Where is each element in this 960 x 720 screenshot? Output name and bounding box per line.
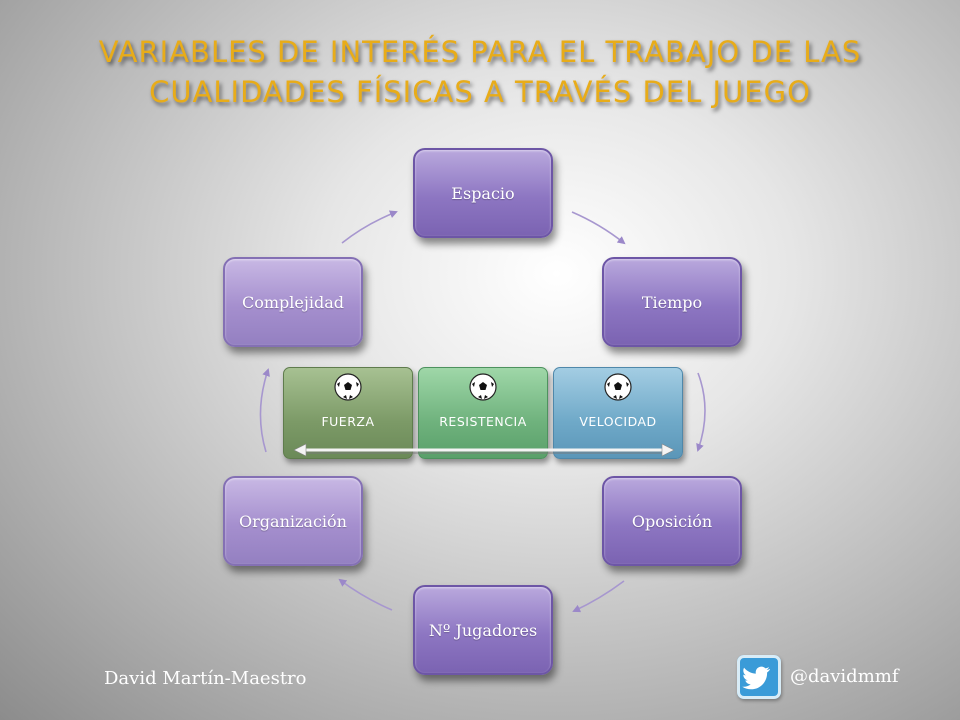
quality-velocidad-label: VELOCIDAD xyxy=(579,414,657,429)
arrow-espacio-tiempo xyxy=(571,211,626,245)
node-oposicion-label: Oposición xyxy=(631,511,713,531)
node-espacio: Espacio xyxy=(413,148,553,238)
node-organizacion: Organización xyxy=(223,476,363,566)
node-organizacion-label: Organización xyxy=(239,511,347,531)
quality-velocidad: VELOCIDAD xyxy=(553,367,683,459)
twitter-bird-icon xyxy=(737,655,781,699)
author-name: David Martín-Maestro xyxy=(104,668,307,689)
arrow-tiempo-oposicion xyxy=(696,372,706,452)
soccer-ball-icon xyxy=(604,373,632,401)
arrow-oposicion-jugadores xyxy=(572,580,625,613)
node-tiempo: Tiempo xyxy=(602,257,742,347)
slide-title-line-1: VARIABLES DE INTERÉS PARA EL TRABAJO DE … xyxy=(98,35,862,69)
node-jugadores: Nº Jugadores xyxy=(413,585,553,675)
quality-resistencia-label: RESISTENCIA xyxy=(439,414,527,429)
quality-fuerza-label: FUERZA xyxy=(321,414,375,429)
node-jugadores-label: Nº Jugadores xyxy=(428,620,538,640)
soccer-ball-icon xyxy=(334,373,362,401)
node-tiempo-label: Tiempo xyxy=(641,292,703,312)
arrow-organizacion-complejidad xyxy=(259,368,270,453)
twitter-handle: @davidmmf xyxy=(790,666,899,687)
arrow-complejidad-espacio xyxy=(341,210,398,244)
node-espacio-label: Espacio xyxy=(451,183,515,203)
soccer-ball-icon xyxy=(469,373,497,401)
arrow-jugadores-organizacion xyxy=(338,578,393,611)
node-complejidad: Complejidad xyxy=(223,257,363,347)
quality-fuerza: FUERZA xyxy=(283,367,413,459)
node-oposicion: Oposición xyxy=(602,476,742,566)
slide-title-line-2: CUALIDADES FÍSICAS A TRAVÉS DEL JUEGO xyxy=(149,75,811,109)
slide-title: VARIABLES DE INTERÉS PARA EL TRABAJO DE … xyxy=(30,32,930,112)
node-complejidad-label: Complejidad xyxy=(242,292,344,312)
quality-resistencia: RESISTENCIA xyxy=(418,367,548,459)
